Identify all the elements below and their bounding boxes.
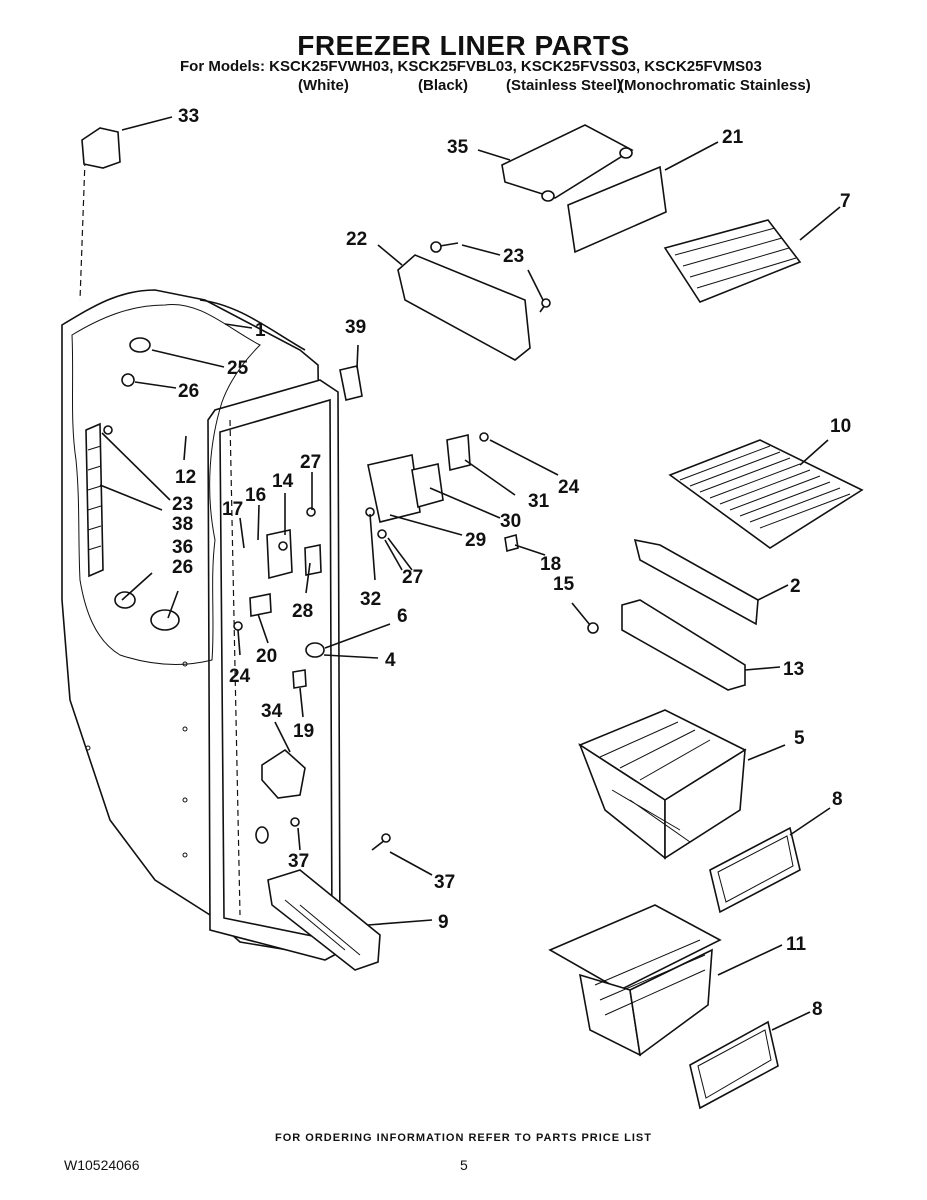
model-list: For Models: KSCK25FVWH03, KSCK25FVBL03, … xyxy=(180,58,762,75)
variant-black: (Black) xyxy=(418,77,469,94)
callout-19: 19 xyxy=(293,721,314,742)
callout-18: 18 xyxy=(540,554,561,575)
callout-8-top: 8 xyxy=(832,789,843,810)
callout-15: 15 xyxy=(553,574,575,595)
callout-29: 29 xyxy=(465,530,486,551)
callout-6: 6 xyxy=(397,606,408,627)
callout-10: 10 xyxy=(830,416,851,437)
callout-27-mid: 27 xyxy=(402,567,423,588)
callout-1: 1 xyxy=(255,320,266,341)
callout-22: 22 xyxy=(346,229,367,250)
freezer-liner xyxy=(61,289,381,971)
callout-31: 31 xyxy=(528,491,550,512)
callout-39: 39 xyxy=(345,317,366,338)
callout-24-right: 24 xyxy=(558,477,580,498)
callout-32: 32 xyxy=(360,589,381,610)
variant-white: (White) xyxy=(298,77,349,94)
callout-33: 33 xyxy=(178,106,199,127)
callout-35: 35 xyxy=(447,137,469,158)
callout-38: 38 xyxy=(172,514,193,535)
variant-stainless: (Stainless Steel) xyxy=(506,77,622,94)
callout-25: 25 xyxy=(227,358,249,379)
callout-4: 4 xyxy=(385,650,396,671)
variant-monochromatic: (Monochromatic Stainless) xyxy=(619,77,811,94)
callout-37-right: 37 xyxy=(434,872,455,893)
callout-11: 11 xyxy=(786,934,807,955)
callout-27-top: 27 xyxy=(300,452,321,473)
callout-14: 14 xyxy=(272,471,294,492)
callout-26-bottom: 26 xyxy=(172,557,193,578)
callout-2: 2 xyxy=(790,576,801,597)
callout-23-top: 23 xyxy=(503,246,524,267)
callout-17: 17 xyxy=(222,499,243,520)
callout-34: 34 xyxy=(261,701,283,722)
callout-20: 20 xyxy=(256,646,277,667)
callout-8-bottom: 8 xyxy=(812,999,823,1020)
document-number: W10524066 xyxy=(64,1157,140,1173)
callout-24-left: 24 xyxy=(229,666,251,687)
callout-16: 16 xyxy=(245,485,266,506)
callout-23-left: 23 xyxy=(172,494,193,515)
page-title: FREEZER LINER PARTS xyxy=(297,30,630,61)
callout-28: 28 xyxy=(292,601,313,622)
callout-30: 30 xyxy=(500,511,521,532)
callout-7: 7 xyxy=(840,191,851,212)
callout-9: 9 xyxy=(438,912,449,933)
callout-37-left: 37 xyxy=(288,851,309,872)
callout-36: 36 xyxy=(172,537,193,558)
callout-13: 13 xyxy=(783,659,804,680)
page-number: 5 xyxy=(460,1157,468,1173)
callout-5: 5 xyxy=(794,728,805,749)
callout-12: 12 xyxy=(175,467,196,488)
ordering-note: FOR ORDERING INFORMATION REFER TO PARTS … xyxy=(275,1132,652,1144)
callout-26-top: 26 xyxy=(178,381,199,402)
callout-21: 21 xyxy=(722,127,744,148)
